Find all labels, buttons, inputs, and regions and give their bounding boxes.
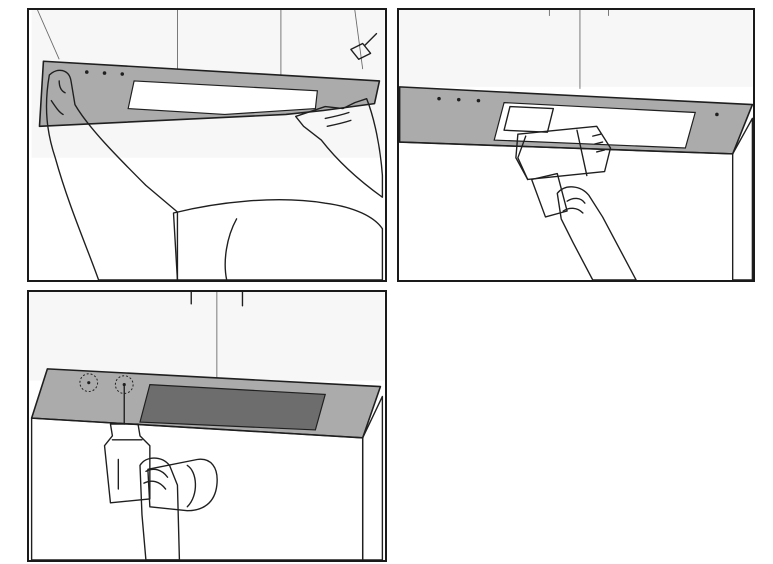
template-hole bbox=[120, 72, 124, 76]
marked-hole-center bbox=[87, 381, 90, 384]
step-2-panel bbox=[397, 8, 755, 282]
drill-mounting-holes-icon bbox=[29, 292, 385, 560]
template-hole bbox=[437, 97, 441, 101]
template-hole bbox=[103, 71, 107, 75]
step-3-panel bbox=[27, 290, 387, 562]
template-hole bbox=[457, 98, 461, 102]
drill-through-template-icon bbox=[399, 10, 753, 280]
step-1-panel bbox=[27, 8, 387, 282]
template-hole bbox=[715, 113, 719, 117]
template-hole bbox=[477, 99, 481, 103]
template-hole bbox=[85, 70, 89, 74]
marked-hole-center bbox=[123, 383, 126, 386]
install-template-on-cabinet-icon bbox=[29, 10, 385, 280]
